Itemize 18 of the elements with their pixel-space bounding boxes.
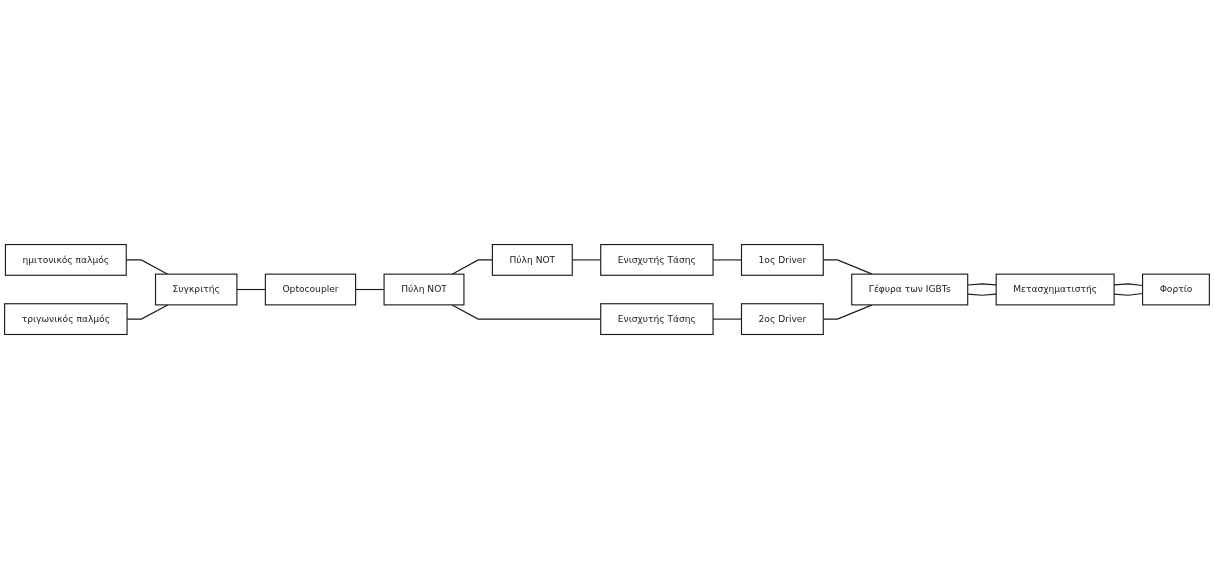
node-box: Πύλη NOT: [491, 243, 573, 276]
connector: [451, 259, 493, 275]
node-box: Optocoupler: [264, 273, 357, 306]
connector: [967, 283, 997, 286]
node-box: 1ος Driver: [740, 243, 824, 276]
node-box: Ενισχυτής Τάσης: [600, 243, 714, 276]
node-box: ημιτονικός παλμός: [4, 243, 127, 276]
node-box: Ενισχυτής Τάσης: [600, 303, 714, 336]
node-box: Γέφυρα των IGBTs: [851, 273, 969, 306]
node-box: 2ος Driver: [740, 303, 824, 336]
node-box: Μετασχηματιστής: [995, 273, 1115, 306]
connector: [236, 288, 266, 291]
node-box: Φορτίο: [1142, 273, 1210, 306]
connector: [967, 293, 997, 296]
connector: [355, 288, 385, 291]
node-box: Συγκριτής: [154, 273, 238, 306]
node-box: τριγωνικός παλμός: [4, 303, 128, 336]
node-box: Πύλη NOT: [383, 273, 465, 306]
